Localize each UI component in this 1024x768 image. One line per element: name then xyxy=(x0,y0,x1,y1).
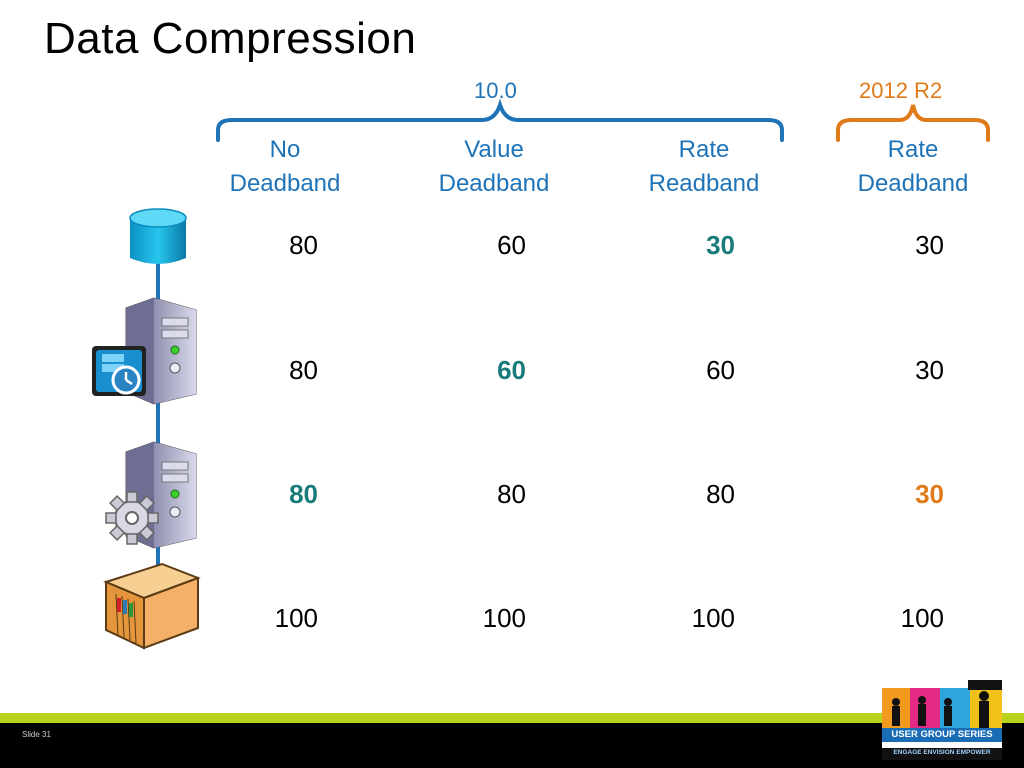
value-cell-highlight: 30 xyxy=(706,230,735,260)
value-cell: 80 xyxy=(289,355,318,385)
slide-title: Data Compression xyxy=(44,14,417,63)
logo-line-1: USER GROUP SERIES xyxy=(891,729,993,740)
value-cell: 100 xyxy=(691,603,735,633)
database-icon xyxy=(129,208,187,264)
logo-line-2: ENGAGE ENVISION EMPOWER xyxy=(893,749,991,756)
logo-graphic xyxy=(882,680,1002,760)
column-header-rate-readband: Rate Readband xyxy=(624,133,784,201)
footer-accent-bar xyxy=(0,713,1024,723)
slide-number: Slide 31 xyxy=(22,730,51,739)
footer-bar xyxy=(0,723,1024,768)
value-cell-highlight: 80 xyxy=(289,479,318,509)
column-header-line1: No xyxy=(269,136,301,163)
plc-rack-icon xyxy=(103,562,201,650)
value-cell-highlight: 60 xyxy=(497,355,526,385)
group-label-2012-r2: 2012 R2 xyxy=(859,78,943,103)
value-cell: 80 xyxy=(706,479,735,509)
column-header-line1: Value xyxy=(464,136,524,163)
app-server-gear-icon xyxy=(105,441,197,549)
value-cell: 30 xyxy=(915,355,944,385)
column-header-value-deadband: Value Deadband xyxy=(414,133,574,201)
brace-10-0 xyxy=(216,98,784,142)
column-header-line2: Deadband xyxy=(438,170,550,197)
column-header-line2: Readband xyxy=(648,170,760,197)
value-cell: 60 xyxy=(497,230,526,260)
group-label-10-0: 10.0 xyxy=(474,78,517,103)
connector-line xyxy=(156,260,160,590)
value-cell: 100 xyxy=(900,603,944,633)
column-header-line2: Deadband xyxy=(857,170,969,197)
value-cell: 30 xyxy=(915,230,944,260)
value-cell: 100 xyxy=(274,603,318,633)
column-header-line2: Deadband xyxy=(229,170,341,197)
user-group-series-logo: USER GROUP SERIES ENGAGE ENVISION EMPOWE… xyxy=(882,678,1004,766)
value-cell: 60 xyxy=(706,355,735,385)
column-header-line1: Rate xyxy=(887,136,939,163)
column-header-line1: Rate xyxy=(678,136,730,163)
value-cell: 100 xyxy=(482,603,526,633)
value-cell: 80 xyxy=(289,230,318,260)
column-header-no-deadband: No Deadband xyxy=(205,133,365,201)
historian-server-icon xyxy=(92,297,197,405)
value-cell-highlight: 30 xyxy=(915,479,944,509)
column-header-rate-deadband: Rate Deadband xyxy=(833,133,993,201)
value-cell: 80 xyxy=(497,479,526,509)
brace-2012-r2 xyxy=(836,104,990,142)
